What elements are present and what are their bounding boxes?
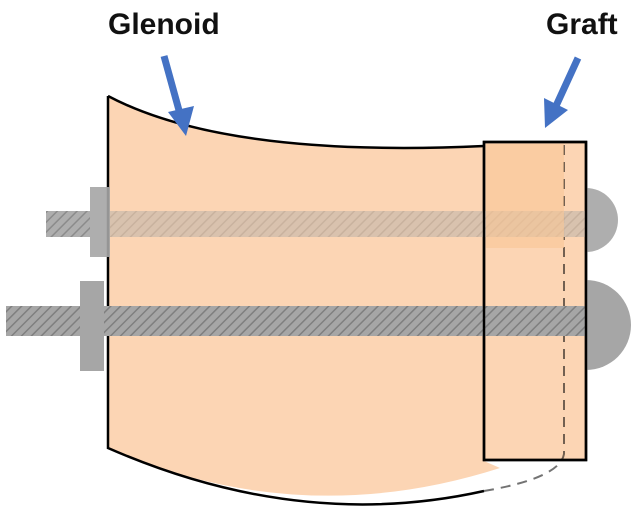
graft-outline	[482, 140, 588, 462]
upper-screw-nut	[90, 187, 110, 257]
lower-screw-head	[586, 280, 631, 370]
lower-screw-nut	[80, 281, 104, 371]
glenoid-outline	[106, 94, 485, 506]
graft-label: Graft	[546, 8, 618, 41]
lower-screw	[6, 280, 631, 371]
glenoid-body	[108, 96, 500, 496]
glenoid-label: Glenoid	[108, 8, 220, 41]
arrow-icon	[160, 55, 194, 136]
graft-overlap-highlight	[486, 144, 564, 248]
glenoid-hidden-edge	[483, 142, 565, 492]
arrow-icon	[544, 56, 582, 128]
upper-screw-head	[586, 188, 618, 252]
